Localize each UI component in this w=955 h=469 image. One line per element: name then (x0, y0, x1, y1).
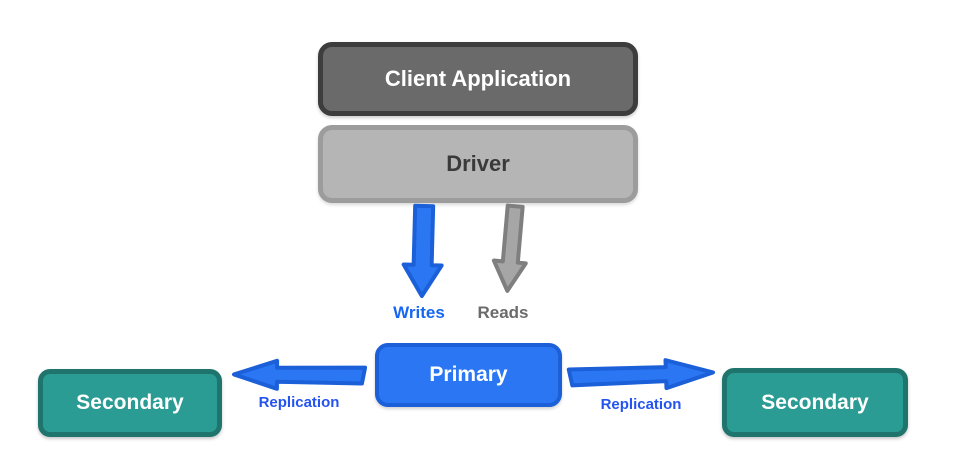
node-primary-label: Primary (429, 363, 508, 386)
node-client-application-label: Client Application (384, 66, 572, 91)
node-secondary-left: Secondary (38, 369, 222, 437)
node-secondary-right-label: Secondary (761, 390, 869, 414)
replication-right-arrow-icon (566, 358, 715, 391)
node-secondary-left-label: Secondary (76, 391, 184, 414)
reads-down-arrow-icon (491, 203, 528, 293)
replication-left-arrow-icon (232, 358, 368, 391)
node-secondary-right: Secondary (722, 368, 908, 437)
replication-right-label: Replication (600, 396, 682, 413)
node-primary: Primary (375, 343, 562, 407)
writes-down-arrow-icon (401, 203, 444, 298)
node-driver-label: Driver (446, 151, 510, 176)
writes-label: Writes (393, 303, 445, 322)
node-client-application: Client Application (318, 42, 638, 116)
node-driver: Driver (318, 125, 638, 203)
replication-left-label: Replication (258, 394, 340, 411)
reads-label: Reads (477, 303, 529, 322)
